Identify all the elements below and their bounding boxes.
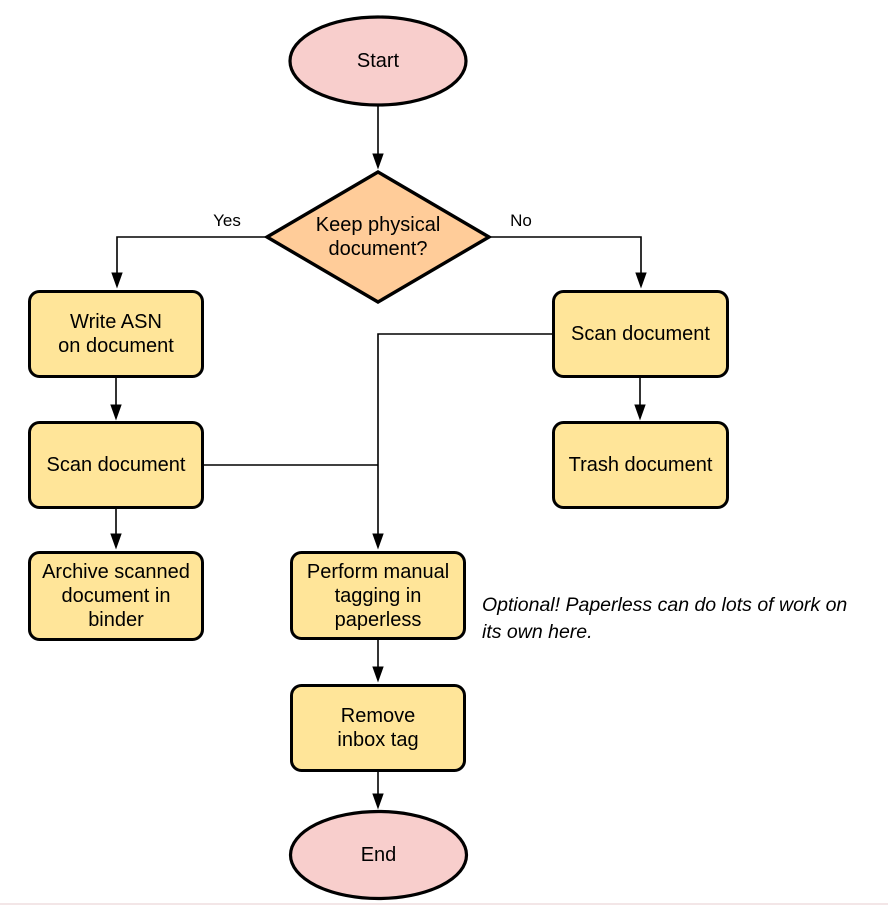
edge-label-no: No (510, 211, 532, 230)
start-node-shape (288, 15, 468, 107)
optional-annotation-text: Optional! Paperless can do lots of work … (482, 594, 848, 643)
bottom-divider-line (0, 903, 888, 905)
perform-tagging-node-shape (290, 551, 466, 640)
end-node-label: End (360, 844, 397, 866)
end-node-shape (288, 809, 469, 901)
trash-node-shape (552, 421, 729, 509)
perform-tagging-node-label: Perform manual tagging in paperless (306, 560, 450, 631)
edge-scan-right-to-perform-tagging (372, 333, 552, 550)
remove-inbox-node-shape (290, 684, 466, 772)
trash-node-label: Trash document (568, 454, 713, 476)
start-node-label: Start (356, 50, 400, 72)
edge-decision-no-to-scan-right (488, 236, 647, 289)
scan-left-node-shape (28, 421, 204, 509)
decision-node-shape (263, 170, 493, 304)
scan-left-node-label: Scan document (46, 454, 186, 476)
edge-decision-yes-to-write-asn (111, 236, 268, 289)
scan-right-node-label: Scan document (571, 323, 710, 345)
remove-inbox-node-label: Remove inbox tag (337, 705, 419, 751)
scan-right-node-shape (552, 290, 729, 378)
write-asn-node-shape (28, 290, 204, 378)
archive-node-shape (28, 551, 204, 641)
write-asn-node-label: Write ASN on document (58, 311, 174, 357)
decision-node-label: Keep physical document? (315, 214, 441, 260)
edge-label-yes: Yes (213, 211, 241, 230)
archive-node-label: Archive scanned document in binder (42, 561, 190, 631)
